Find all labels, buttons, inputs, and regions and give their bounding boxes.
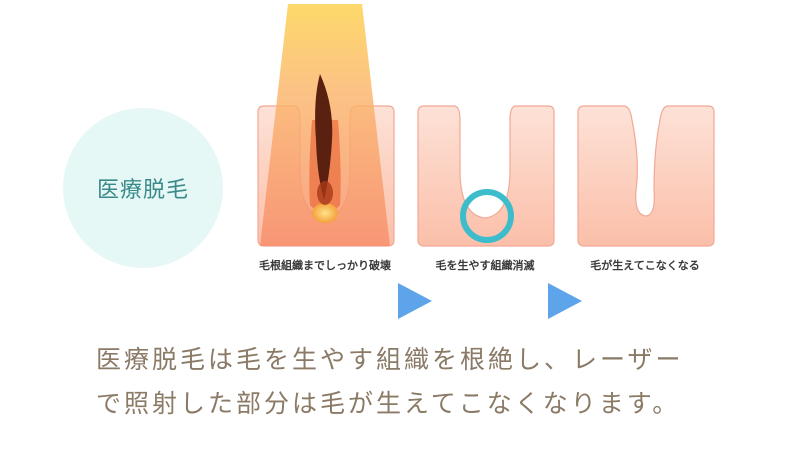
- description-line-1: 医療脱毛は毛を生やす組織を根絶し、レーザー: [96, 345, 684, 374]
- description-line-2: で照射した部分は毛が生えてこなくなります。: [96, 389, 681, 418]
- title-badge: 医療脱毛: [63, 108, 223, 268]
- step-1-caption: 毛根組織までしっかり破壊: [259, 259, 391, 272]
- skin-block: [417, 105, 555, 247]
- step-arrow-icon: [398, 283, 432, 319]
- step-3-caption: 毛が生えてこなくなる: [590, 259, 700, 272]
- highlight-ring: [460, 189, 514, 243]
- badge-label: 医療脱毛: [96, 178, 189, 203]
- skin-block: [577, 105, 715, 247]
- step-2-illustration: [417, 105, 555, 247]
- step-arrow-icon: [548, 283, 582, 319]
- follicle-bulb: [312, 203, 338, 223]
- description-text: 医療脱毛は毛を生やす組織を根絶し、レーザー で照射した部分は毛が生えてこなくなり…: [96, 338, 746, 426]
- step-1-illustration: [257, 4, 395, 247]
- hair-strand: [315, 74, 333, 200]
- step-3-illustration: [577, 105, 715, 247]
- step-2-caption: 毛を生やす組織消滅: [435, 259, 535, 272]
